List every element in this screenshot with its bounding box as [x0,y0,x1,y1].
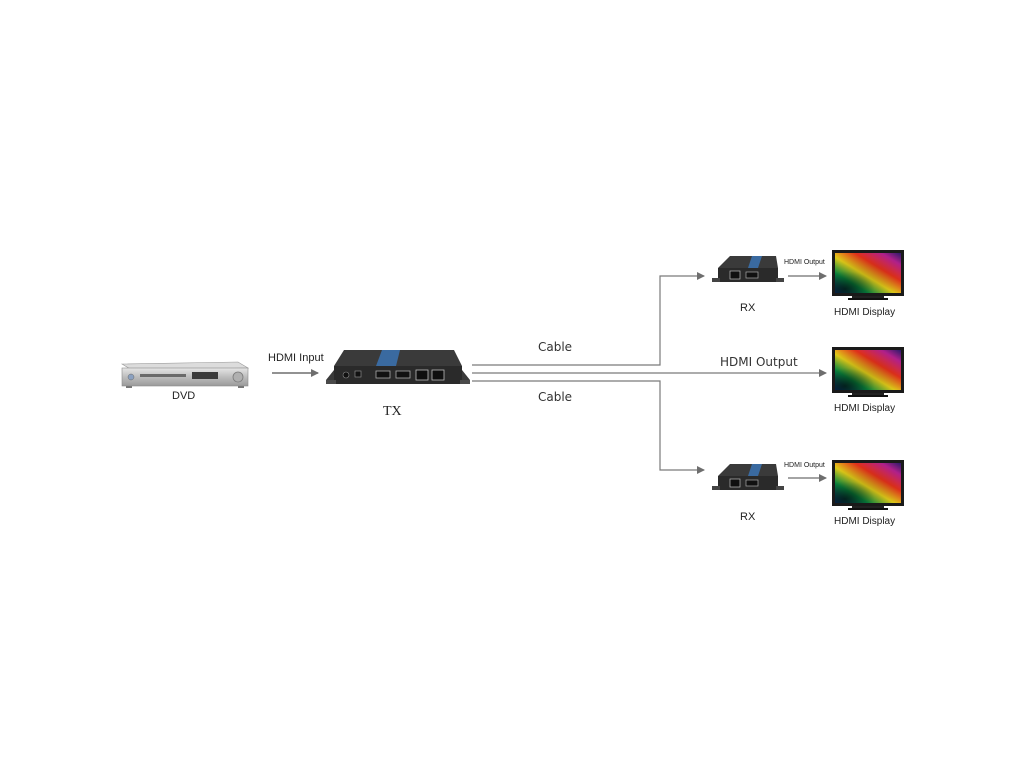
cable-label-bottom: Cable [538,390,573,404]
dvd-label: DVD [172,390,196,402]
hdmi-output-center-label: HDMI Output [720,355,798,369]
connection-lines [472,272,827,474]
cable-label-top: Cable [538,340,573,354]
tx-label: TX [383,404,402,419]
cable-line-bottom [472,380,705,474]
cable-line-top [472,272,705,366]
dvd-player-icon [120,361,250,388]
rx-top-label: RX [740,302,756,314]
display-bottom-label: HDMI Display [834,516,896,527]
rx-bottom-label: RX [740,511,756,523]
hdmi-input-label: HDMI Input [268,352,324,364]
tx-device-icon [326,350,470,384]
rx-device-bottom-icon [712,464,784,490]
rx-device-top-icon [712,256,784,282]
display-bottom-icon [832,460,904,510]
display-top-icon [832,250,904,300]
hdmi-output-bottom-label: HDMI Output [784,462,825,469]
display-middle-icon [832,347,904,397]
display-top-label: HDMI Display [834,307,896,318]
display-middle-label: HDMI Display [834,403,896,414]
hdmi-output-top-label: HDMI Output [784,259,825,266]
